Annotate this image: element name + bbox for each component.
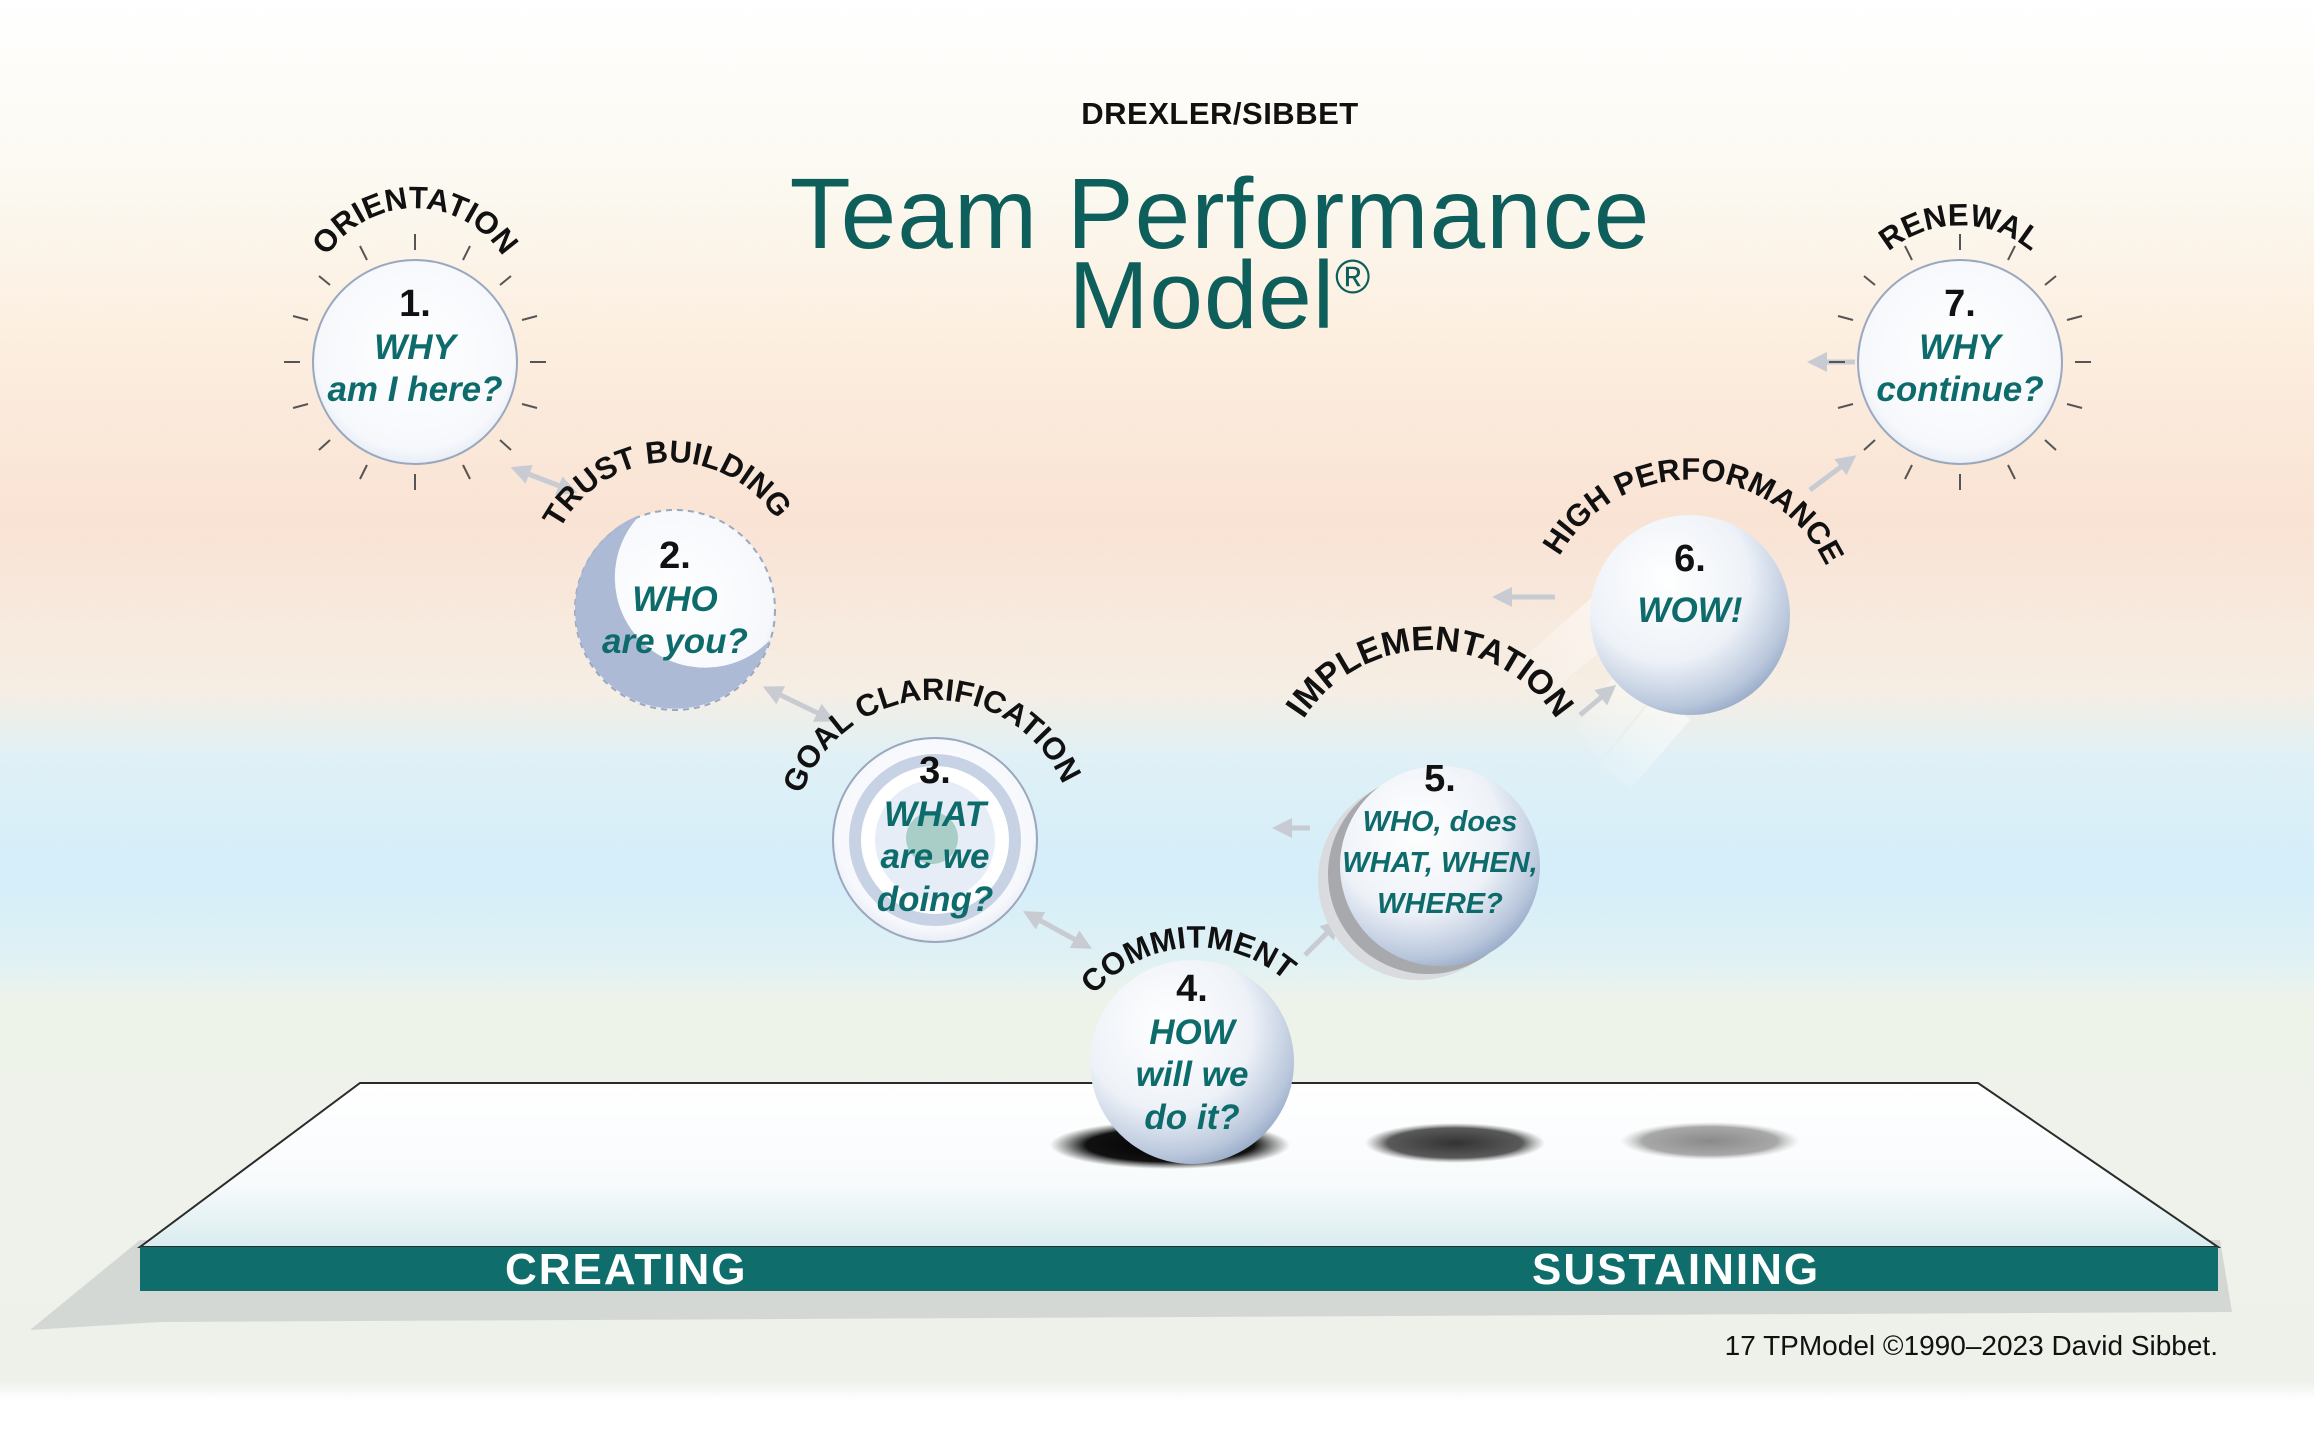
connector-arrows (510, 352, 1857, 957)
stage-5-question-line-2: WHAT, WHEN, (1342, 846, 1538, 879)
band-bar (140, 1247, 2218, 1291)
stage-1-number: 1. (399, 283, 431, 325)
band-label-creating: CREATING (505, 1245, 748, 1294)
band-label-sustaining: SUSTAINING (1532, 1245, 1821, 1294)
stage-1-question-line-2: am I here? (327, 370, 503, 410)
stage-5-question-line-3: WHERE? (1377, 888, 1503, 921)
stage-5-number: 5. (1424, 758, 1456, 800)
stage-2-text: 2. WHO are you? (575, 535, 775, 664)
page-title-line-1: Team Performance (789, 158, 1651, 270)
stage-4-question-line-1: HOW (1149, 1012, 1235, 1052)
page-title-line-2: Model® (0, 248, 2314, 344)
registered-mark: ® (1335, 251, 1372, 304)
stage-1-circle (284, 234, 546, 490)
stage-7-question-line-2: continue? (1876, 370, 2044, 410)
shadow-mid (1365, 1123, 1545, 1163)
stage-1-text: 1. WHY am I here? (315, 283, 515, 412)
publisher-label: DREXLER/SIBBET (1081, 96, 1359, 131)
stage-6-text: 6. WOW! (1590, 538, 1790, 632)
stage-2-question-line-1: WHO (632, 579, 718, 619)
stage-2-circle (574, 509, 776, 711)
stage-3-text: 3. WHAT are we doing? (835, 750, 1035, 922)
stage-7-number: 7. (1944, 283, 1976, 325)
stage-4-text: 4. HOW will we do it? (1092, 968, 1292, 1140)
stage-5-sphere (1318, 766, 1540, 980)
stage-5-question-line-1: WHO, does (1362, 805, 1518, 838)
stage-4-question-line-3: do it? (1144, 1098, 1240, 1138)
stage-3-circle (832, 737, 1038, 943)
copyright-footer: 17 TPModel ©1990–2023 David Sibbet. (1724, 1330, 2218, 1361)
title-model: Model (1068, 242, 1336, 349)
stage-3-number: 3. (919, 750, 951, 792)
stage-3-question-line-2: are we (880, 837, 990, 877)
stage-6-sphere (1590, 515, 1790, 715)
stage-7-circle (1829, 234, 2091, 490)
stage-5-name: IMPLEMENTATION (1279, 620, 1581, 724)
stage-4-sphere (1090, 960, 1294, 1164)
stage-1-question-line-1: WHY (374, 327, 456, 367)
stage-7-text: 7. WHY continue? (1860, 283, 2060, 412)
stage-7-question-line-1: WHY (1919, 327, 2001, 367)
stage-6-question-line-1: WOW! (1637, 590, 1743, 630)
stage-3-question-line-3: doing? (876, 880, 994, 920)
stage-4-number: 4. (1176, 968, 1208, 1010)
stage-6-number: 6. (1674, 538, 1706, 580)
stage-2-number: 2. (659, 535, 691, 577)
shadow-light (1620, 1122, 1800, 1160)
stage-2-question-line-2: are you? (602, 622, 748, 662)
stage-5-text: 5. WHO, does WHAT, WHEN, WHERE? (1320, 758, 1560, 925)
stage-4-question-line-2: will we (1135, 1055, 1249, 1095)
stage-3-question-line-1: WHAT (883, 794, 987, 834)
